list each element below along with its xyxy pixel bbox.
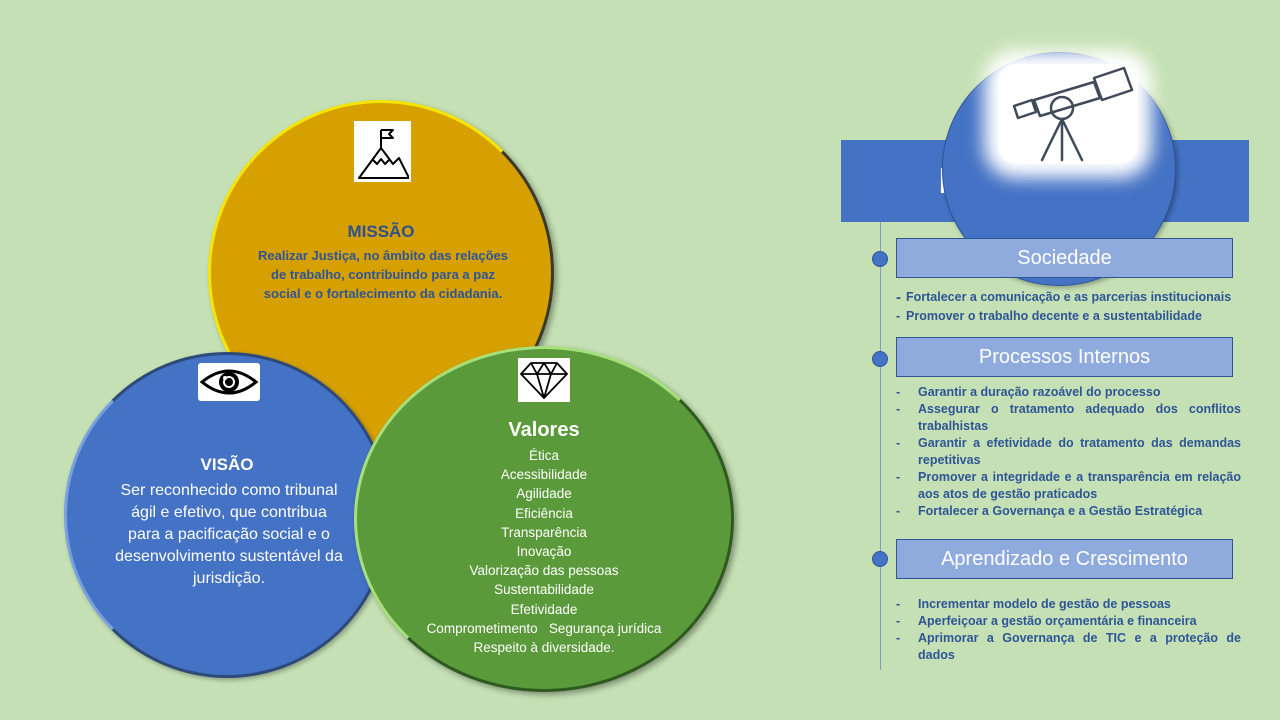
list-item: -Promover o trabalho decente e a sustent… <box>896 309 1202 323</box>
timeline-line <box>880 222 881 670</box>
list-item: -Garantir a duração razoável do processo <box>896 385 1161 399</box>
list-item: -Incrementar modelo de gestão de pessoas <box>896 597 1171 611</box>
valor-item: Sustentabilidade <box>494 582 594 598</box>
list-item: -Aperfeiçoar a gestão orçamentária e fin… <box>896 614 1197 628</box>
list-item: -Promover a integridade e a transparênci… <box>896 470 1241 501</box>
valor-item: Efetividade <box>510 601 578 617</box>
section-sociedade-items: -Fortalecer a comunicação e as parcerias… <box>896 288 1241 326</box>
missao-text: Realizar Justiça, no âmbito das relações… <box>258 248 508 301</box>
section-aprendizado-items: -Incrementar modelo de gestão de pessoas… <box>896 596 1241 664</box>
valor-item: Transparência <box>501 524 587 540</box>
telescope-icon <box>1008 60 1136 164</box>
section-processos-title: Processos Internos <box>896 337 1233 377</box>
valor-item: Respeito à diversidade. <box>473 640 615 656</box>
eye-icon <box>198 363 260 401</box>
list-item: -Fortalecer a comunicação e as parcerias… <box>896 289 1232 306</box>
valor-item: Inovação <box>516 544 572 560</box>
telescope-glow <box>998 64 1138 164</box>
timeline-dot <box>872 351 888 367</box>
visao-circle <box>64 352 390 678</box>
timeline-dot <box>872 551 888 567</box>
valores-title: Valores <box>508 419 580 441</box>
mountain-flag-icon <box>354 121 411 182</box>
visao-text: Ser reconhecido como tribunal ágil e efe… <box>115 482 343 587</box>
list-item: -Assegurar o tratamento adequado dos con… <box>896 402 1241 433</box>
section-aprendizado-title: Aprendizado e Crescimento <box>896 539 1233 579</box>
valores-circle <box>354 346 734 692</box>
list-item: -Aprimorar a Governança de TIC e a prote… <box>896 631 1241 662</box>
missao-title: MISSÃO <box>347 222 415 241</box>
valor-item: Valorização das pessoas <box>469 563 619 579</box>
list-item: -Garantir a efetividade do tratamento da… <box>896 436 1241 467</box>
valor-item: Agilidade <box>516 486 572 502</box>
valor-item: Comprometimento Segurança jurídica <box>426 620 662 636</box>
visao-title: VISÃO <box>200 455 254 474</box>
section-processos-items: -Garantir a duração razoável do processo… <box>896 384 1241 520</box>
diamond-icon <box>518 358 570 402</box>
valores-list: Ética Acessibilidade Agilidade Eficiênci… <box>354 446 734 657</box>
section-sociedade-title: Sociedade <box>896 238 1233 278</box>
valor-item: Acessibilidade <box>500 467 588 483</box>
list-item: -Fortalecer a Governança e a Gestão Estr… <box>896 504 1203 518</box>
valor-item: Eficiência <box>515 505 573 521</box>
timeline-dot <box>872 251 888 267</box>
valor-item: Ética <box>528 448 559 463</box>
